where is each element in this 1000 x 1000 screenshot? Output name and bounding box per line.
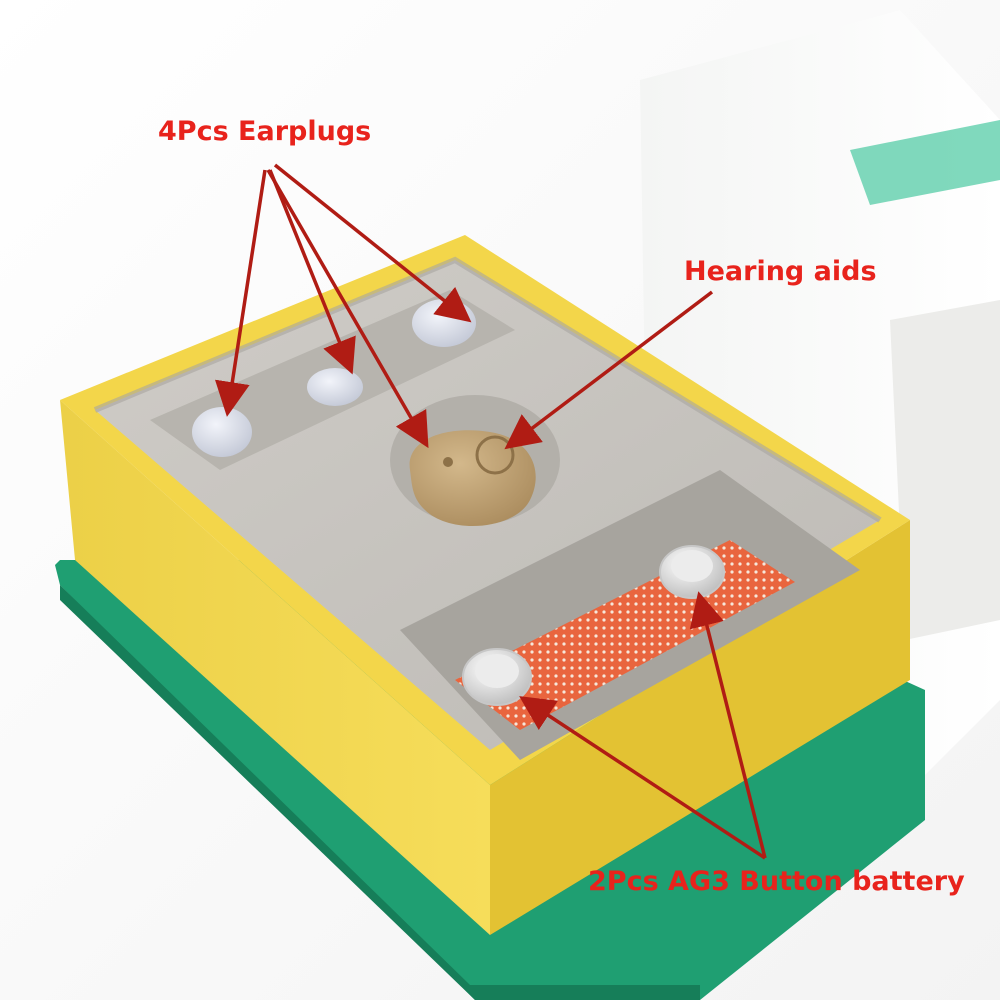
- battery-2-cap: [671, 550, 713, 582]
- foam-inner-shadow: [93, 256, 882, 523]
- callout-battery: 2Pcs AG3 Button battery: [588, 866, 965, 897]
- arrow-earplug-3: [273, 163, 472, 323]
- manual-right-pages: [890, 300, 1000, 640]
- hearing-aid-dial: [475, 435, 515, 475]
- box-right-face: [490, 520, 910, 935]
- callout-earplugs: 4Pcs Earplugs: [158, 116, 372, 147]
- battery-1-cap: [475, 654, 519, 688]
- arrow-hearing-aid: [504, 290, 714, 450]
- arrow-battery-2: [689, 591, 767, 859]
- earplug-2: [307, 368, 363, 406]
- hearing-aid-mic: [443, 457, 453, 467]
- arrow-earplug-1: [214, 169, 267, 417]
- box-front-face: [60, 400, 490, 935]
- hearing-aid: [409, 430, 536, 527]
- callout-hearing-aids: Hearing aids: [684, 256, 877, 287]
- callout-arrows: [214, 163, 767, 860]
- arrow-battery-1: [519, 696, 766, 860]
- manual-green-edge: [850, 120, 1000, 205]
- arrow-earplug-2: [268, 169, 356, 375]
- earplug-3: [412, 299, 476, 347]
- arrow-earplug-4: [266, 169, 429, 449]
- earplug-1: [192, 407, 252, 457]
